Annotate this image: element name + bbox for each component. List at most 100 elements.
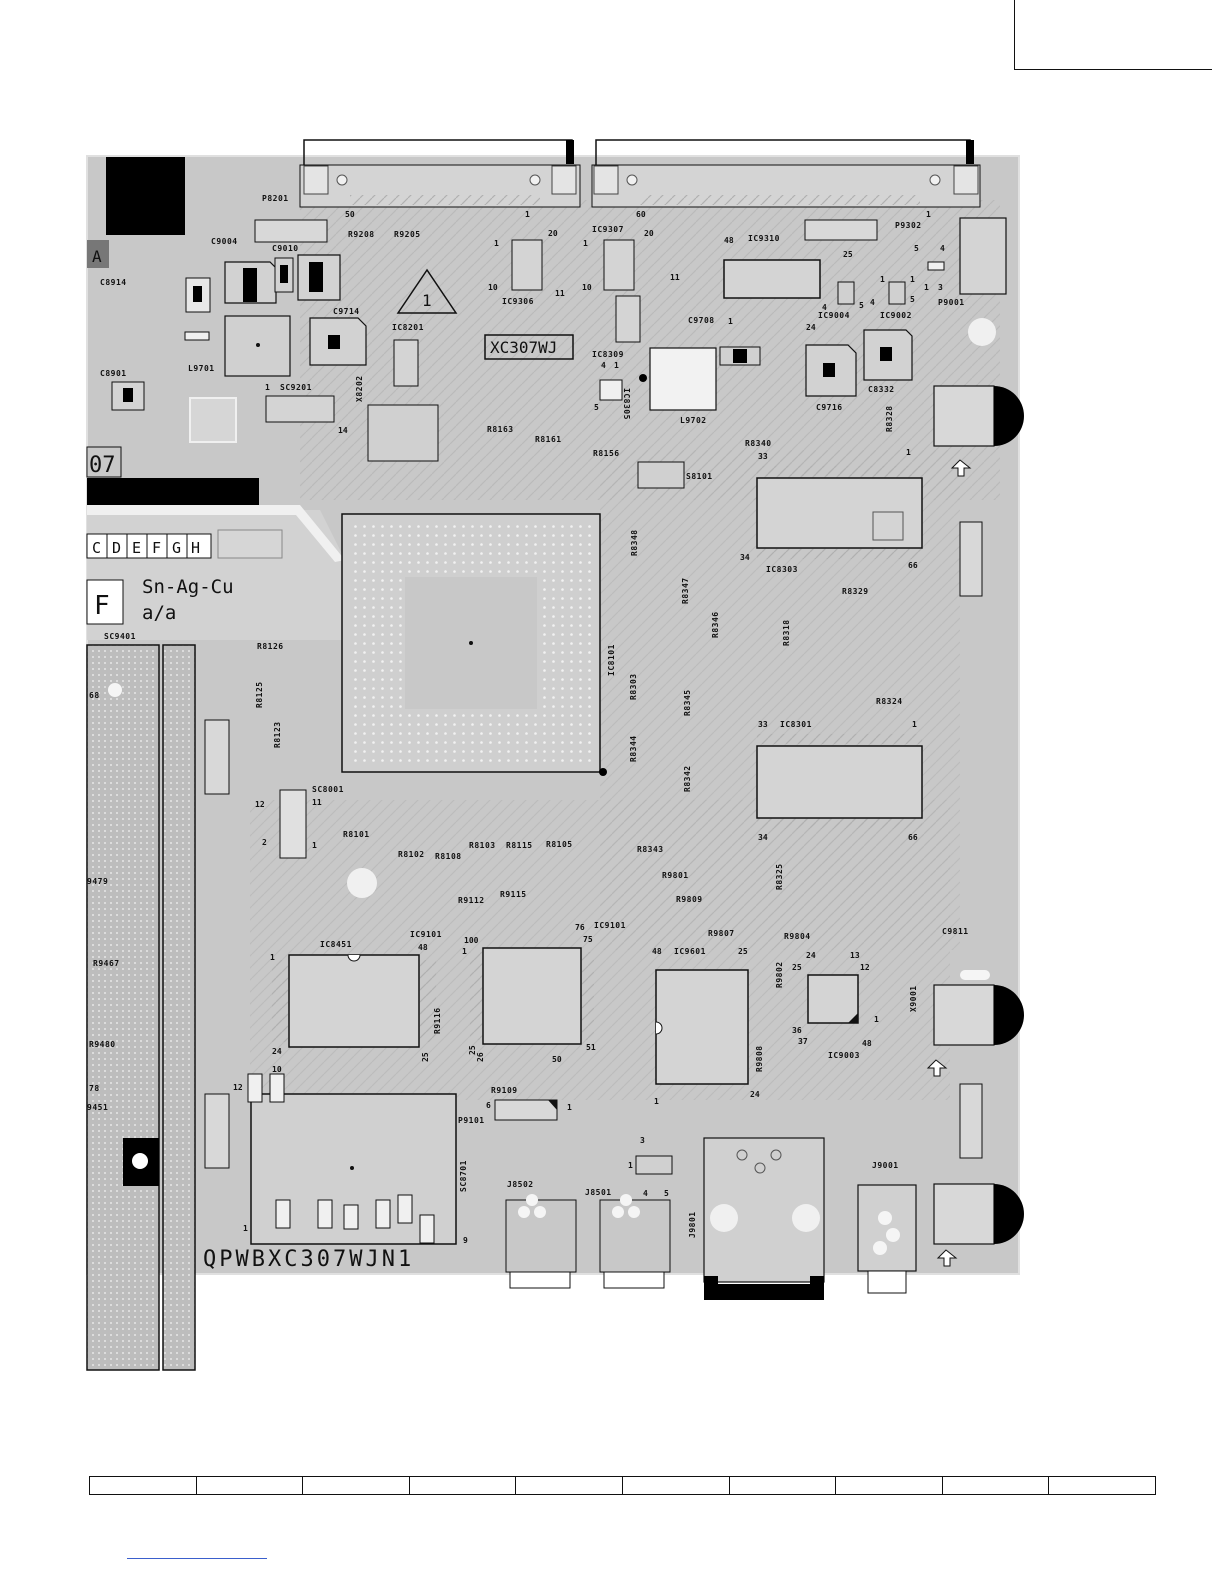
grid-cell	[730, 1477, 837, 1494]
label-r8346: R8346	[711, 611, 720, 638]
pad-left-2	[204, 1093, 230, 1169]
label-j9001: J9001	[872, 1161, 899, 1170]
pin-p9001-1: 1	[924, 283, 929, 292]
label-ic8309: IC8309	[592, 350, 624, 359]
label-r8103: R8103	[469, 841, 496, 850]
pin-ic9307-20: 20	[644, 229, 654, 238]
label-c8901: C8901	[100, 369, 127, 378]
mount-hole-top-right	[968, 318, 996, 346]
label-x9001: X9001	[909, 985, 918, 1012]
label-p9302: P9302	[895, 221, 922, 230]
label-j9801: J9801	[688, 1211, 697, 1238]
pin-ic9003-24: 24	[806, 951, 816, 960]
label-r8328: R8328	[885, 405, 894, 432]
solder-spec-line2: a/a	[142, 602, 176, 624]
letter-box-d: D	[112, 539, 121, 557]
pin-s-5: 5	[664, 1189, 669, 1198]
label-s8101: S8101	[686, 472, 713, 481]
pin-ic8309-4: 4	[601, 361, 606, 370]
ic8451	[272, 954, 436, 1048]
partial-label: 07	[89, 453, 116, 478]
label-j8501: J8501	[585, 1188, 612, 1197]
jack-middle-right	[926, 984, 1024, 1077]
black-bar-left	[87, 478, 259, 510]
label-r8156: R8156	[593, 449, 620, 458]
label-ic9601: IC9601	[674, 947, 706, 956]
pin-s-4: 4	[643, 1189, 648, 1198]
label-r8344: R8344	[629, 735, 638, 762]
label-c8332: C8332	[868, 385, 895, 394]
corner-letter: A	[92, 247, 102, 266]
pad-square	[189, 397, 237, 443]
pin-ic9306-11: 11	[555, 289, 565, 298]
connector-p9001	[927, 217, 1007, 295]
pin-ic9601-24: 24	[750, 1090, 760, 1099]
label-ic8201: IC8201	[392, 323, 424, 332]
grid-cell	[410, 1477, 517, 1494]
label-ic8301: IC8301	[780, 720, 812, 729]
pin-ic9601-25: 25	[738, 947, 748, 956]
ic9307	[603, 239, 635, 291]
label-r8102: R8102	[398, 850, 425, 859]
grid-cell	[836, 1477, 943, 1494]
pin-ic9307-11: 11	[670, 273, 680, 282]
grade-letter: F	[94, 591, 110, 621]
cap-c9714	[309, 317, 367, 366]
label-p8201: P8201	[262, 194, 289, 203]
pin-ic9101-26: 26	[476, 1052, 485, 1062]
cap-c9708-pad	[733, 349, 747, 363]
regulator-small	[635, 1155, 673, 1175]
pin-ic9310-48: 48	[724, 236, 734, 245]
pin-ic8303-34: 34	[740, 553, 750, 562]
label-r8342: R8342	[683, 765, 692, 792]
pin-ic8309-1: 1	[614, 361, 619, 370]
ic9601	[655, 969, 749, 1085]
label-r8325: R8325	[775, 863, 784, 890]
pin-ic9004-5: 5	[859, 301, 864, 310]
label-sc9201: SC9201	[280, 383, 312, 392]
pin-ic8301-33: 33	[758, 720, 768, 729]
resistor-l9701	[184, 331, 210, 341]
pad-left-1	[204, 719, 230, 795]
pin-ic9101-1: 1	[462, 947, 467, 956]
pin-ic9002-4: 4	[870, 298, 875, 307]
ic9307-lower	[615, 295, 641, 343]
ic8309	[599, 379, 623, 401]
ic9101	[470, 947, 594, 1045]
slot-right	[960, 970, 990, 980]
letter-box-g: G	[172, 539, 181, 557]
label-r9802: R9802	[775, 961, 784, 988]
ic8303	[756, 466, 923, 559]
warning-number: 1	[422, 291, 432, 310]
pin-ic9307-10: 10	[582, 283, 592, 292]
label-r8126: R8126	[257, 642, 284, 651]
label-r9807: R9807	[708, 929, 735, 938]
label-r8303: R8303	[629, 673, 638, 700]
pin-p9302-1: 1	[926, 210, 931, 219]
pin-p8201-1: 1	[525, 210, 530, 219]
grid-cell	[197, 1477, 304, 1494]
pin-ic9310-24: 24	[806, 323, 816, 332]
pin-ic8451-48: 48	[418, 943, 428, 952]
pin-ic9003-13: 13	[850, 951, 860, 960]
label-ic9101-left: IC9101	[410, 930, 442, 939]
label-r9801: R9801	[662, 871, 689, 880]
pin-ic8301-66: 66	[908, 833, 918, 842]
pin-ic9004-4: 4	[822, 303, 827, 312]
jack-j8502	[505, 1194, 577, 1289]
inductor-l9702	[639, 347, 717, 411]
label-r9116: R9116	[433, 1007, 442, 1034]
label-r8101: R8101	[343, 830, 370, 839]
resistor-pack-top-right	[804, 219, 878, 241]
label-ic9002: IC9002	[880, 311, 912, 320]
pin-sc9201-14: 14	[338, 426, 348, 435]
label-r9451: 9451	[87, 1103, 108, 1112]
pin-ic9003-36: 36	[792, 1026, 802, 1035]
label-r9112: R9112	[458, 896, 485, 905]
label-c9714: C9714	[333, 307, 360, 316]
pin-ic9101-50: 50	[552, 1055, 562, 1064]
cap-c9010-right	[297, 254, 341, 301]
label-r9809: R9809	[676, 895, 703, 904]
footer-link-underline[interactable]	[127, 1558, 267, 1559]
label-r9479: 9479	[87, 877, 108, 886]
